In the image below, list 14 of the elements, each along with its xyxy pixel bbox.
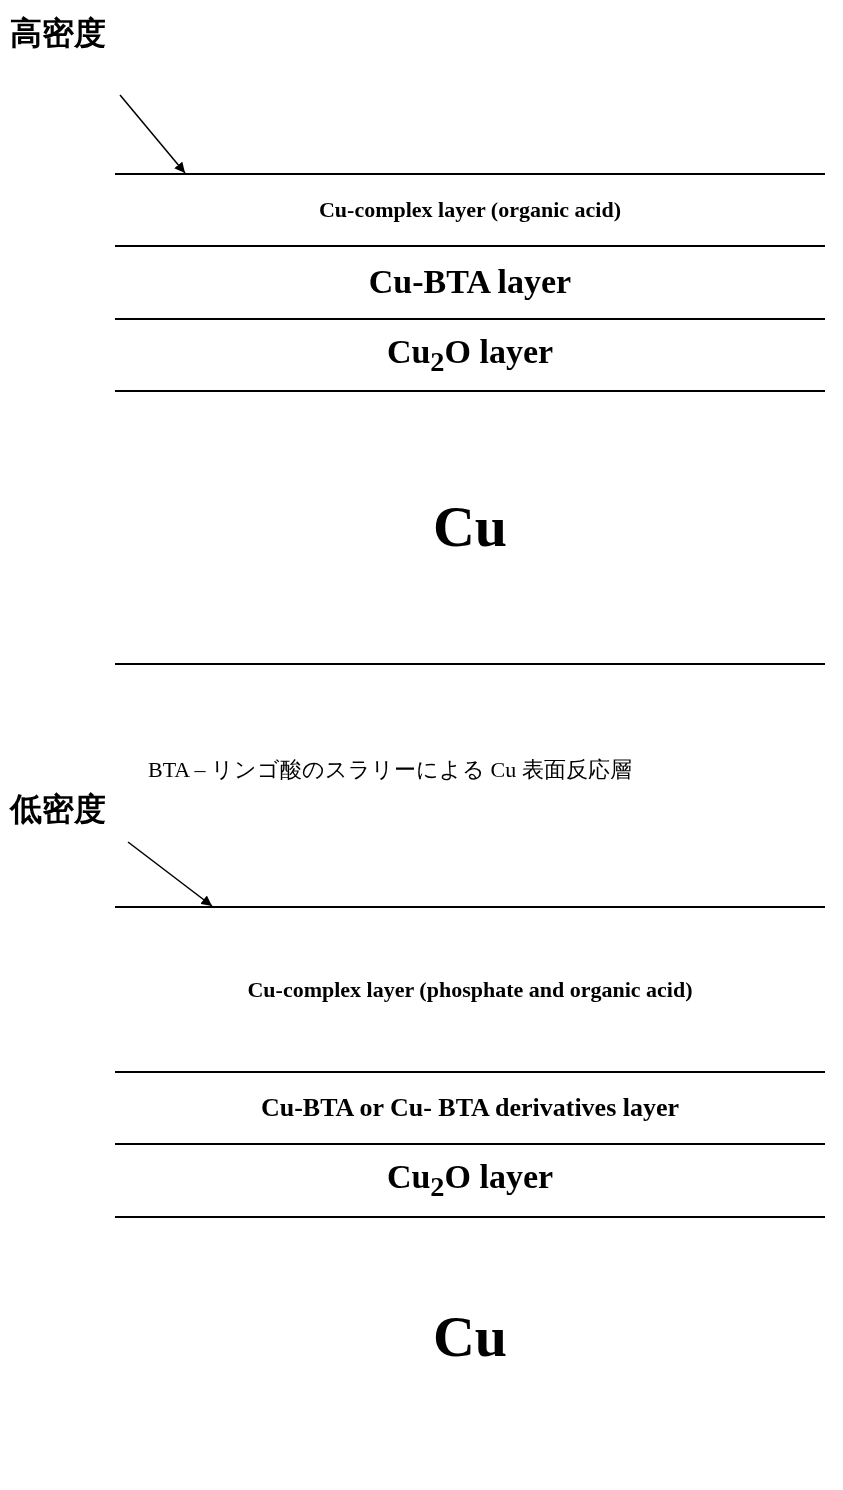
layer-label: Cu-complex layer (phosphate and organic acid) bbox=[247, 975, 693, 1004]
layer-label: Cu$_{2}$O layer bbox=[386, 1157, 554, 1205]
density-label: 高密度 bbox=[10, 13, 106, 54]
layer-label: Cu$_{2}$O layer bbox=[386, 331, 554, 379]
density-label: 低密度 bbox=[10, 789, 106, 830]
leader-line bbox=[127, 841, 213, 907]
layer-label: Cu-complex layer (organic acid) bbox=[318, 196, 621, 224]
layer-label: Cu-BTA layer bbox=[368, 262, 572, 303]
layer-label: Cu bbox=[432, 493, 508, 562]
layer-label: Cu bbox=[432, 1302, 508, 1371]
layer-label: Cu-BTA or Cu- BTA derivatives layer bbox=[260, 1091, 680, 1124]
layer-band bbox=[115, 390, 825, 665]
caption-text: BTA – リンゴ酸のスラリーによる Cu 表面反応層 bbox=[148, 756, 632, 784]
leader-line bbox=[119, 94, 186, 174]
